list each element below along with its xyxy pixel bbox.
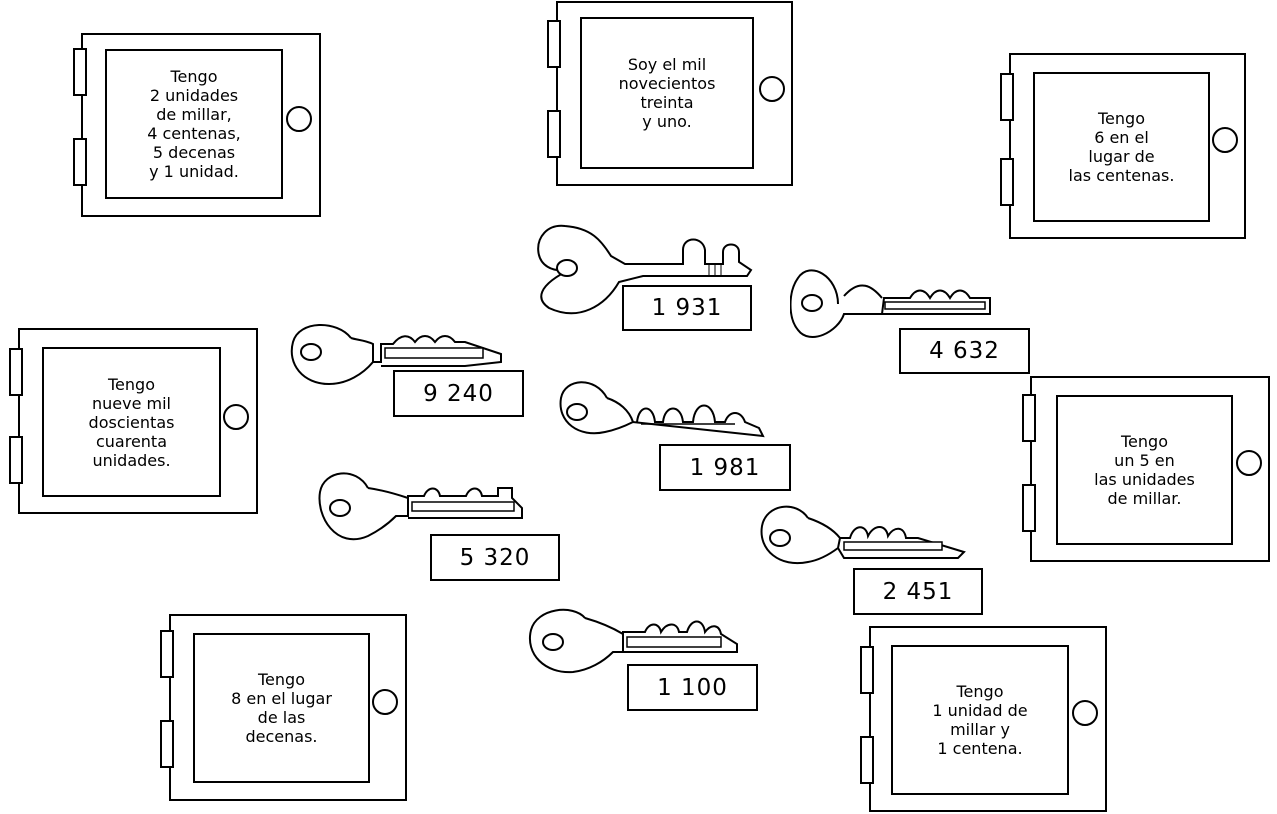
hinge-icon [1000,158,1014,206]
door-knob-icon [372,689,398,715]
hinge-icon [860,646,874,694]
key-label: 1 931 [622,285,752,331]
door-knob-icon [223,404,249,430]
key-icon [790,269,991,338]
hinge-icon [860,736,874,784]
key-number: 9 240 [423,380,494,407]
lock-panel: Tengo 2 unidades de millar, 4 centenas, … [105,49,283,199]
lock-panel: Tengo nueve mil doscientas cuarenta unid… [42,347,221,497]
door-knob-icon [759,76,785,102]
lock-clue-text: Tengo 1 unidad de millar y 1 centena. [932,682,1028,758]
lock-card-2451: Tengo 2 unidades de millar, 4 centenas, … [81,33,321,217]
key-number: 1 100 [657,674,728,701]
key-label: 1 100 [627,664,758,711]
key-label: 1 981 [659,444,791,491]
hinge-icon [9,436,23,484]
lock-clue-text: Soy el mil novecientos treinta y uno. [618,55,716,131]
lock-card-1981: Tengo 8 en el lugar de las decenas. [169,614,407,801]
key-icon [290,324,502,386]
lock-card-1100: Tengo 1 unidad de millar y 1 centena. [869,626,1107,812]
door-knob-icon [286,106,312,132]
lock-panel: Soy el mil novecientos treinta y uno. [580,17,754,169]
key-number: 2 451 [882,578,954,605]
hinge-icon [160,720,174,768]
hinge-icon [1022,394,1036,442]
lock-clue-text: Tengo nueve mil doscientas cuarenta unid… [88,374,175,470]
key-label: 5 320 [430,534,560,581]
lock-clue-text: Tengo 8 en el lugar de las decenas. [231,670,332,746]
lock-card-1931: Soy el mil novecientos treinta y uno. [556,1,793,186]
door-knob-icon [1236,450,1262,476]
hinge-icon [73,138,87,186]
door-knob-icon [1212,127,1238,153]
lock-panel: Tengo 8 en el lugar de las decenas. [193,633,370,783]
hinge-icon [160,630,174,678]
key-label: 4 632 [899,328,1030,374]
hinge-icon [9,348,23,396]
hinge-icon [547,110,561,158]
key-number: 1 931 [651,295,723,321]
hinge-icon [1022,484,1036,532]
key-label: 2 451 [853,568,983,615]
key-icon [760,505,966,565]
key-label: 9 240 [393,370,524,417]
hinge-icon [547,20,561,68]
lock-clue-text: Tengo 6 en el lugar de las centenas. [1068,109,1175,185]
key-icon [528,609,738,674]
key-number: 5 320 [459,544,531,571]
lock-clue-text: Tengo 2 unidades de millar, 4 centenas, … [147,67,241,181]
door-knob-icon [1072,700,1098,726]
key-number: 4 632 [929,338,1000,364]
key-icon [537,224,753,315]
key-icon [559,381,765,438]
lock-panel: Tengo 6 en el lugar de las centenas. [1033,72,1210,222]
lock-card-9240: Tengo nueve mil doscientas cuarenta unid… [18,328,258,514]
lock-clue-text: Tengo un 5 en las unidades de millar. [1094,432,1195,508]
key-icon [318,472,523,541]
key-number: 1 981 [689,454,761,481]
lock-panel: Tengo un 5 en las unidades de millar. [1056,395,1233,545]
hinge-icon [73,48,87,96]
lock-card-4632: Tengo 6 en el lugar de las centenas. [1009,53,1246,239]
lock-card-5320: Tengo un 5 en las unidades de millar. [1030,376,1270,562]
hinge-icon [1000,73,1014,121]
lock-panel: Tengo 1 unidad de millar y 1 centena. [891,645,1069,795]
